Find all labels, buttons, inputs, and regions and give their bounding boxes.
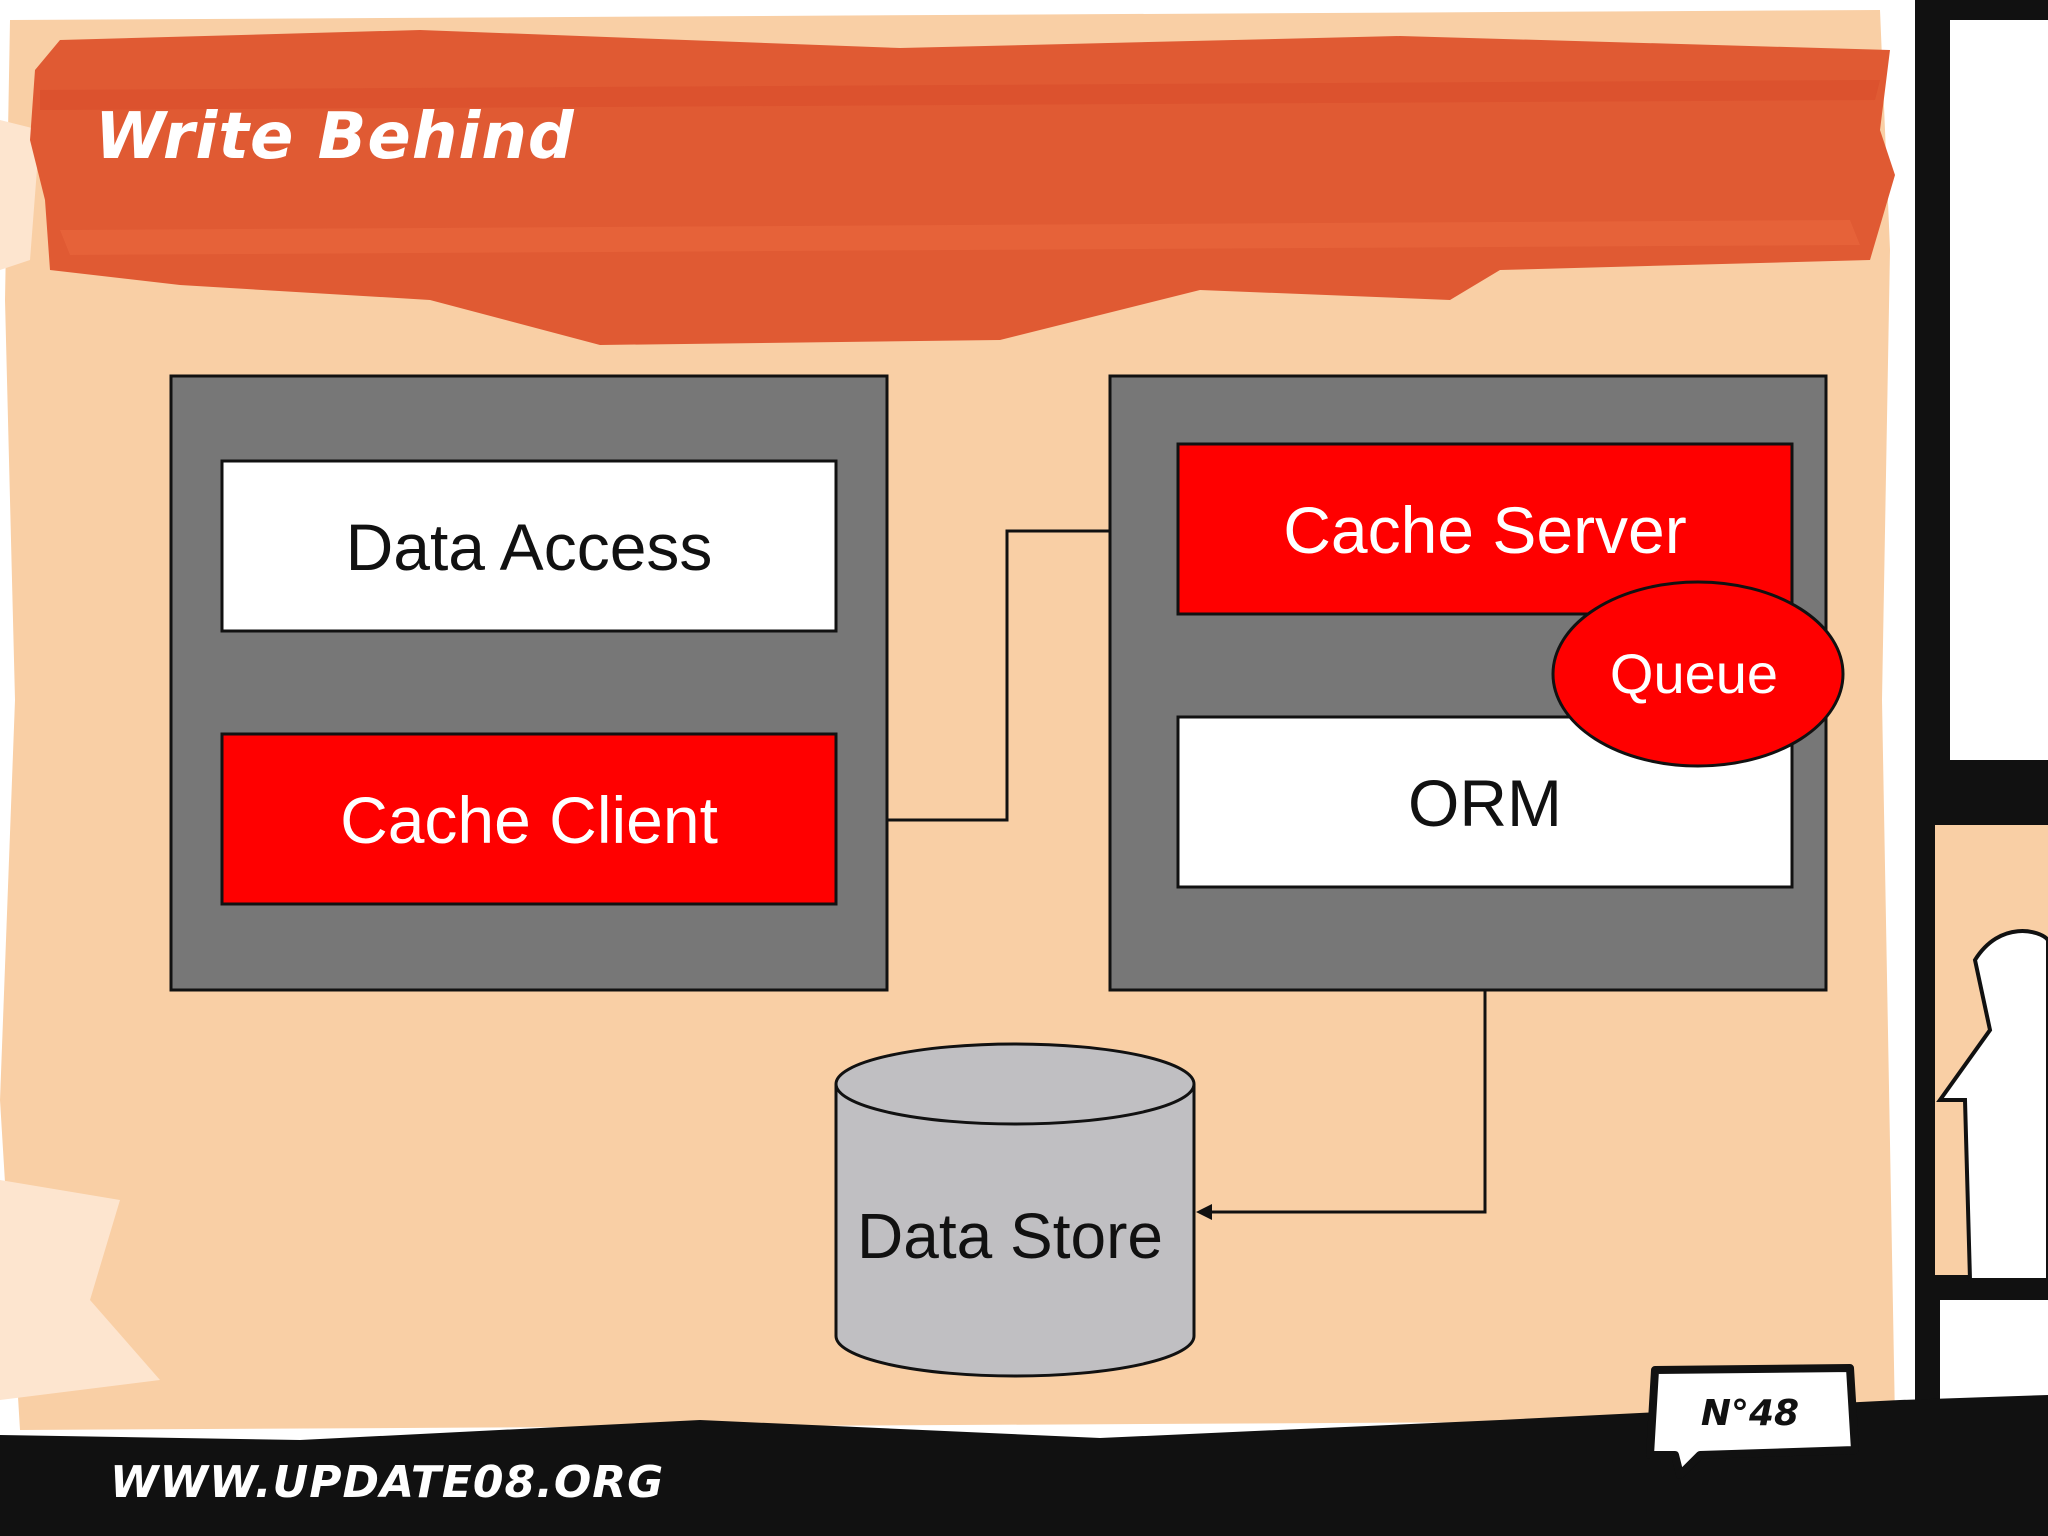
title-banner: [30, 30, 1895, 345]
banner-stroke: [40, 80, 1880, 110]
data-store-cylinder-body: [834, 1084, 1196, 1378]
data-store-cylinder-top: [834, 1042, 1196, 1126]
orm-label: ORM: [1408, 766, 1562, 840]
connector-orm-to-data-store: [1206, 888, 1487, 1214]
queue-ellipse: [1551, 580, 1845, 768]
footer-strip: [0, 1395, 2048, 1536]
cache-client-box: [220, 732, 838, 906]
paper-blotch: [0, 120, 40, 270]
cache-server-label: Cache Server: [1283, 493, 1687, 567]
paper-texture: [0, 10, 1895, 1430]
arrowhead: [1196, 1204, 1212, 1220]
page-number-bubble: [1646, 1364, 1859, 1479]
page-number: N°48: [1701, 1393, 1799, 1434]
comic-panel-top: [1950, 20, 2048, 760]
connector-cache-client-to-cache-server: [837, 529, 1166, 822]
data-store-label: Data Store: [857, 1200, 1163, 1272]
cache-client-label: Cache Client: [340, 783, 718, 857]
comic-figure: [1936, 929, 2048, 1282]
data-access-label: Data Access: [346, 510, 713, 584]
footer-url: WWW.UPDATE08.ORG: [110, 1457, 664, 1508]
paper-blotch: [0, 1180, 160, 1400]
data-access-box: [220, 459, 838, 633]
comic-panel-bottom: [1940, 1300, 2048, 1400]
queue-label: Queue: [1610, 642, 1778, 705]
banner-stroke: [60, 220, 1860, 255]
page-title: Write Behind: [95, 100, 575, 174]
